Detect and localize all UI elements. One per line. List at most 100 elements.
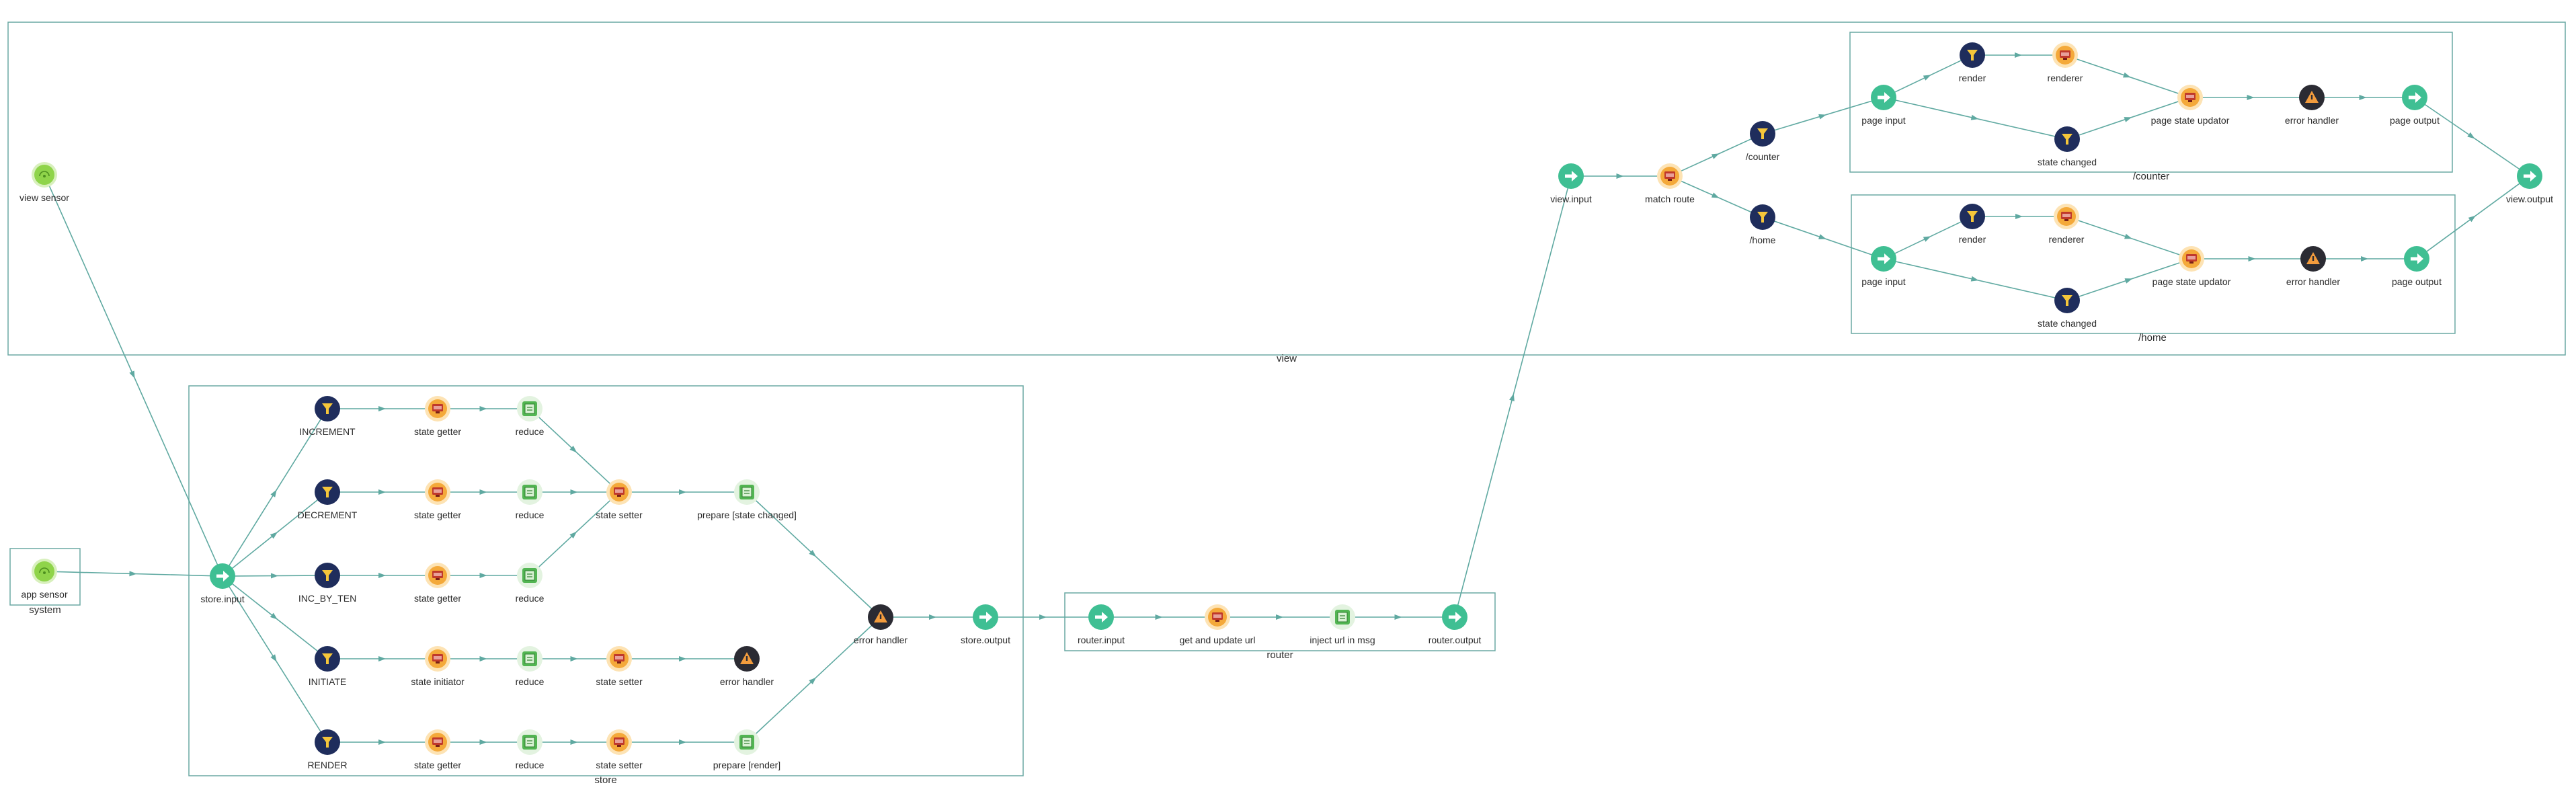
edge-arrow	[270, 654, 277, 662]
node-ss4[interactable]: state setter	[596, 646, 643, 687]
template-icon	[1330, 604, 1355, 630]
group-home-label: /home	[2138, 332, 2167, 344]
node-view_sensor[interactable]: view sensor	[19, 162, 69, 203]
node-label: state changed	[2038, 157, 2097, 167]
node-h_renderer[interactable]: renderer	[2049, 204, 2085, 245]
edge-router_output-to-view_input	[1457, 187, 1569, 606]
node-route_home[interactable]: /home	[1750, 204, 1776, 245]
function-icon	[606, 729, 632, 755]
node-h_page_output[interactable]: page output	[2392, 246, 2442, 287]
node-c_error_handler[interactable]: error handler	[2285, 85, 2339, 126]
edge-arrow	[2124, 233, 2132, 239]
function-icon	[425, 729, 450, 755]
edges-layer	[48, 52, 2521, 745]
group-home[interactable]: /home	[1851, 194, 2456, 344]
node-inc_by_ten[interactable]: INC_BY_TEN	[298, 563, 356, 604]
node-h_page_input[interactable]: page input	[1861, 246, 1906, 287]
node-r1[interactable]: reduce	[516, 396, 545, 437]
edge-arrow	[1923, 75, 1931, 81]
node-route_counter[interactable]: /counter	[1746, 121, 1780, 162]
filter-icon	[1960, 42, 1985, 68]
edge-sg3-to-r3	[449, 573, 518, 578]
node-label: view.output	[2506, 194, 2553, 204]
edge-arrow	[929, 614, 936, 620]
node-router_input[interactable]: router.input	[1078, 604, 1125, 645]
node-store_output[interactable]: store.output	[961, 604, 1010, 645]
node-c_state_changed[interactable]: state changed	[2038, 126, 2097, 167]
edge-arrow	[2247, 95, 2255, 100]
node-c_renderer[interactable]: renderer	[2048, 42, 2083, 83]
node-sg5[interactable]: state getter	[414, 729, 461, 770]
node-render[interactable]: RENDER	[307, 729, 348, 770]
function-icon	[425, 563, 450, 588]
filter-icon	[315, 729, 340, 755]
edge-store_output-to-router_input	[997, 614, 1090, 620]
node-get_update_url[interactable]: get and update url	[1180, 604, 1256, 645]
edge-arrow	[2361, 256, 2368, 262]
warning-icon	[2299, 85, 2325, 110]
node-c_page_output[interactable]: page output	[2390, 85, 2440, 126]
node-initiate[interactable]: INITIATE	[309, 646, 347, 687]
node-store_input[interactable]: store.input	[200, 563, 245, 604]
group-system[interactable]: system	[9, 548, 81, 616]
node-label: error handler	[2285, 115, 2339, 126]
node-decrement[interactable]: DECREMENT	[298, 479, 358, 520]
warning-icon	[734, 646, 760, 672]
node-label: INITIATE	[309, 676, 347, 687]
group-store[interactable]: store	[188, 385, 1024, 786]
node-ss5[interactable]: state setter	[596, 729, 643, 770]
arrow-right-icon	[1871, 85, 1896, 110]
node-store_eh[interactable]: error handler	[854, 604, 908, 645]
node-inject_url[interactable]: inject url in msg	[1310, 604, 1375, 645]
node-match_route[interactable]: match route	[1645, 163, 1695, 204]
node-h_error_handler[interactable]: error handler	[2286, 246, 2340, 287]
node-sg3[interactable]: state getter	[414, 563, 461, 604]
filter-icon	[2054, 126, 2080, 152]
node-si4[interactable]: state initiator	[411, 646, 465, 687]
edge-arrow	[479, 489, 487, 495]
node-view_output[interactable]: view.output	[2506, 163, 2553, 204]
node-router_output[interactable]: router.output	[1428, 604, 1482, 645]
node-sg2[interactable]: state getter	[414, 479, 461, 520]
group-counter[interactable]: /counter	[1849, 32, 2453, 182]
node-c_page_state_updator[interactable]: page state updator	[2151, 85, 2230, 126]
node-h_page_state_updator[interactable]: page state updator	[2152, 246, 2231, 287]
filter-icon	[2054, 288, 2080, 313]
node-app_sensor[interactable]: app sensor	[21, 559, 68, 600]
function-icon	[1205, 604, 1230, 630]
node-r3[interactable]: reduce	[516, 563, 545, 604]
node-h_render[interactable]: render	[1959, 204, 1986, 245]
node-label: state setter	[596, 676, 643, 687]
function-icon	[2177, 85, 2203, 110]
edge-h_page_input-to-h_render	[1893, 220, 1963, 255]
edge-arrow	[378, 489, 386, 495]
node-eh4[interactable]: error handler	[720, 646, 774, 687]
node-prep_render[interactable]: prepare [render]	[713, 729, 780, 770]
edge-get_update_url-to-inject_url	[1229, 614, 1331, 620]
node-prep_changed[interactable]: prepare [state changed]	[697, 479, 797, 520]
node-label: state getter	[414, 426, 461, 437]
function-icon	[425, 479, 450, 505]
node-r5[interactable]: reduce	[516, 729, 545, 770]
edge-inc_by_ten-to-sg3	[339, 573, 426, 578]
node-h_state_changed[interactable]: state changed	[2038, 288, 2097, 329]
node-c_page_input[interactable]: page input	[1861, 85, 1906, 126]
node-label: state setter	[596, 760, 643, 770]
node-label: router.input	[1078, 635, 1125, 645]
node-increment[interactable]: INCREMENT	[299, 396, 356, 437]
node-ss_main[interactable]: state setter	[596, 479, 643, 520]
group-router[interactable]: router	[1064, 592, 1496, 661]
node-view_input[interactable]: view.input	[1550, 163, 1592, 204]
function-icon	[2052, 42, 2078, 68]
edge-arrow	[570, 489, 578, 495]
group-view[interactable]: view	[7, 22, 2566, 364]
node-label: error handler	[720, 676, 774, 687]
node-r2[interactable]: reduce	[516, 479, 545, 520]
node-c_render[interactable]: render	[1959, 42, 1986, 83]
node-sg1[interactable]: state getter	[414, 396, 461, 437]
node-r4[interactable]: reduce	[516, 646, 545, 687]
group-view-label: view	[1277, 353, 1297, 364]
edge-store_input-to-increment	[228, 417, 322, 567]
edge-h_state_changed-to-h_page_state_updator	[2077, 262, 2181, 298]
edge-r1-to-ss_main	[537, 416, 612, 485]
